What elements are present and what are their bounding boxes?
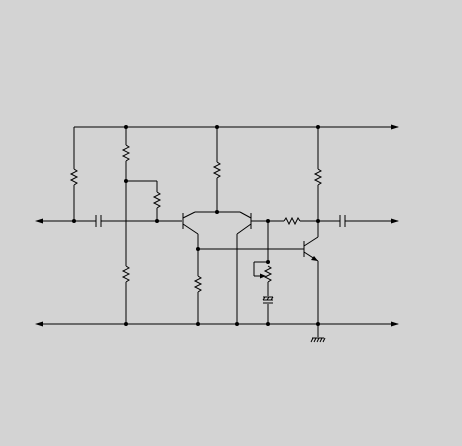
- resistor-r8: [313, 168, 323, 186]
- capacitor-c1: [95, 215, 102, 227]
- resistor-r2: [121, 144, 131, 162]
- transistor-q3: [303, 236, 319, 262]
- capacitor-c2: [339, 215, 346, 227]
- resistor-r5: [193, 275, 203, 293]
- input-arrow: [35, 218, 43, 224]
- junction-dots: [72, 125, 320, 326]
- variable-resistor: [253, 261, 273, 283]
- bottom-rail-arrow-right: [391, 321, 399, 327]
- output-arrow: [391, 218, 399, 224]
- transistor-q1: [182, 211, 199, 235]
- resistor-r7: [283, 216, 301, 226]
- resistor-r4: [152, 191, 162, 209]
- bottom-rail-arrow-left: [35, 321, 43, 327]
- resistor-r1: [69, 168, 79, 186]
- transistor-q2: [236, 211, 252, 235]
- ground-symbol-vr: [262, 296, 274, 304]
- top-rail-arrow: [391, 124, 399, 130]
- ground-symbol-main: [310, 337, 326, 343]
- resistor-r6: [212, 161, 222, 179]
- resistor-r3: [121, 265, 131, 283]
